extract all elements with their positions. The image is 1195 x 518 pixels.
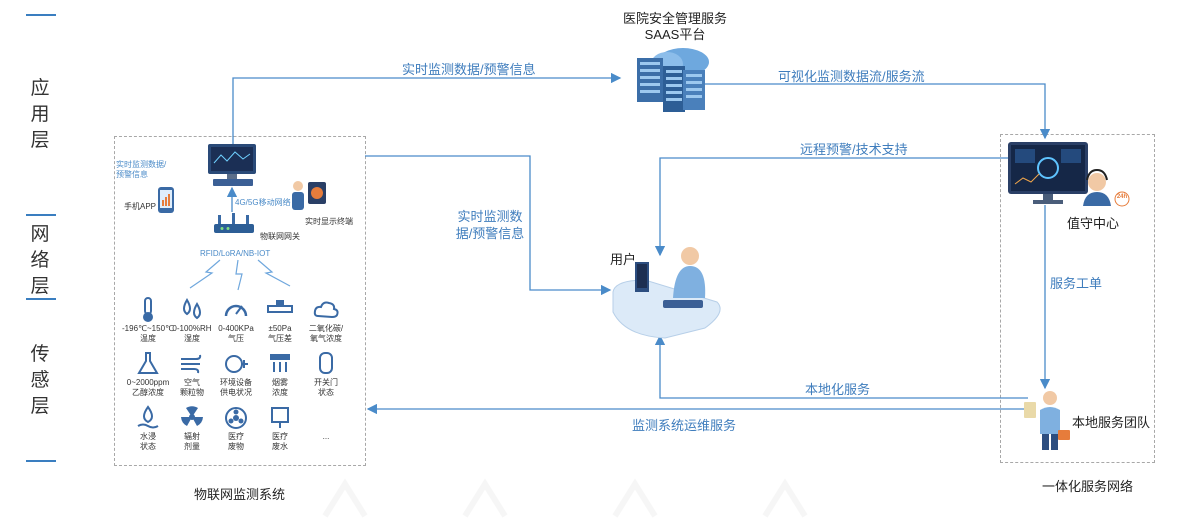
sensor-item: 环境设备 供电状况 bbox=[206, 350, 266, 398]
sensor-label: 0-100%RH 湿度 bbox=[172, 324, 212, 343]
sensor-label: 辐射 剂量 bbox=[184, 432, 200, 451]
platform-subtitle: SAAS平台 bbox=[644, 27, 706, 42]
gateway-label: 物联网网关 bbox=[260, 232, 300, 241]
sensor-item: 烟雾 浓度 bbox=[250, 350, 310, 398]
sensor-label: 0~2000ppm 乙醇浓度 bbox=[126, 378, 170, 397]
app-data-note: 实时监测数据/ 预警信息 bbox=[116, 160, 167, 179]
platform-title: 医院安全管理服务 bbox=[622, 11, 727, 26]
layer-divider bbox=[26, 460, 56, 462]
sensor-item: 水浸 状态 bbox=[118, 404, 178, 452]
network-label: 4G/5G移动网络 bbox=[235, 198, 291, 207]
flow-visual bbox=[700, 83, 1051, 140]
flow-realtime-top bbox=[232, 72, 622, 146]
layer-label-network: 网 络 层 bbox=[30, 224, 50, 297]
humidity-icon bbox=[183, 298, 201, 320]
gauge-icon bbox=[224, 304, 248, 317]
sensor-label: ±50Pa 气压差 bbox=[268, 324, 292, 343]
sensor-label: 0-400KPa 气压 bbox=[218, 324, 254, 343]
sensor-label: 烟雾 浓度 bbox=[272, 378, 288, 397]
flask-icon bbox=[137, 352, 159, 374]
label-work-order: 服务工单 bbox=[1050, 276, 1103, 291]
door-icon bbox=[319, 352, 333, 374]
service-network-label: 一体化服务网络 bbox=[1042, 479, 1134, 494]
sensor-item: 二氧化碳/ 氧气浓度 bbox=[296, 296, 356, 344]
sensor-label: 二氧化碳/ 氧气浓度 bbox=[308, 324, 344, 343]
sensor-item: 0-400KPa 气压 bbox=[206, 296, 266, 344]
biohazard-icon bbox=[225, 407, 247, 429]
sensor-item: 0-100%RH 湿度 bbox=[162, 296, 222, 344]
service-network-box bbox=[1000, 134, 1155, 463]
smoke-icon bbox=[270, 354, 290, 372]
sensor-item: -196℃~150℃ 温度 bbox=[118, 296, 178, 344]
gateway-icon bbox=[214, 213, 254, 233]
display-terminal-icon bbox=[292, 181, 326, 210]
radiation-icon bbox=[181, 406, 203, 426]
sensor-label: ... bbox=[322, 432, 330, 441]
sensor-item: 医疗 废水 bbox=[250, 404, 310, 452]
sensor-label: 医疗 废水 bbox=[272, 432, 288, 451]
plug-icon bbox=[225, 355, 248, 373]
thermometer-icon bbox=[143, 297, 153, 322]
app-label: 手机APP bbox=[124, 202, 157, 211]
iot-system-box bbox=[114, 136, 366, 466]
phone-icon bbox=[158, 187, 174, 213]
sensor-item: ±50Pa 气压差 bbox=[250, 296, 310, 344]
flow-local-service bbox=[654, 334, 1028, 399]
sensor-item: ... bbox=[296, 404, 356, 442]
layer-divider bbox=[26, 298, 56, 300]
label-ops: 监测系统运维服务 bbox=[632, 418, 737, 433]
sensor-label: 医疗 废物 bbox=[228, 432, 244, 451]
computer-icon bbox=[208, 144, 256, 186]
wireless-signals bbox=[189, 259, 291, 291]
service-team-icon bbox=[1024, 391, 1070, 450]
layer-label-application: 应 用 层 bbox=[30, 78, 50, 151]
wind-icon bbox=[181, 354, 202, 374]
background-watermark bbox=[322, 478, 808, 518]
duty-center-label: 值守中心 bbox=[1067, 216, 1120, 231]
monitor-dashboard-icon bbox=[1008, 142, 1130, 207]
flow-realtime-mid bbox=[365, 155, 612, 296]
label-visual-flow: 可视化监测数据流/服务流 bbox=[778, 69, 925, 84]
sensor-item: 空气 颗粒物 bbox=[162, 350, 222, 398]
sensor-item: 0~2000ppm 乙醇浓度 bbox=[118, 350, 178, 398]
gas-cloud-icon bbox=[313, 301, 339, 319]
sensor-label: 水浸 状态 bbox=[140, 432, 156, 451]
user-workstation-icon bbox=[612, 247, 721, 339]
sensor-label: 开关门 状态 bbox=[314, 378, 338, 397]
protocol-label: RFID/LoRA/NB-IOT bbox=[200, 249, 271, 258]
sensor-item: 辐射 剂量 bbox=[162, 404, 222, 452]
wastewater-icon bbox=[271, 407, 289, 428]
sensor-item: 医疗 废物 bbox=[206, 404, 266, 452]
label-remote: 远程预警/技术支持 bbox=[800, 142, 908, 157]
more-icon bbox=[312, 404, 340, 430]
flow-remote bbox=[654, 157, 1008, 257]
layer-divider bbox=[26, 214, 56, 216]
water-drop-icon bbox=[137, 405, 159, 429]
label-local-service: 本地化服务 bbox=[805, 382, 871, 397]
local-team-label: 本地服务团队 bbox=[1072, 415, 1151, 430]
server-cloud-icon bbox=[637, 48, 709, 112]
display-terminal-label: 实时显示终端 bbox=[305, 217, 353, 226]
sensor-item: 开关门 状态 bbox=[296, 350, 356, 398]
label-realtime-mid: 实时监测数 据/预警信息 bbox=[455, 209, 525, 241]
duty-badge: 24h bbox=[1116, 194, 1128, 200]
sensor-label: 空气 颗粒物 bbox=[180, 378, 204, 397]
label-realtime-top: 实时监测数据/预警信息 bbox=[402, 62, 536, 77]
sensor-label: -196℃~150℃ 温度 bbox=[122, 324, 174, 343]
iot-system-label: 物联网监测系统 bbox=[194, 487, 286, 502]
layer-divider bbox=[26, 14, 56, 16]
valve-icon bbox=[267, 300, 293, 313]
layer-label-sensing: 传 感 层 bbox=[30, 344, 50, 417]
user-label: 用户 bbox=[610, 252, 637, 267]
sensor-label: 环境设备 供电状况 bbox=[220, 378, 252, 397]
